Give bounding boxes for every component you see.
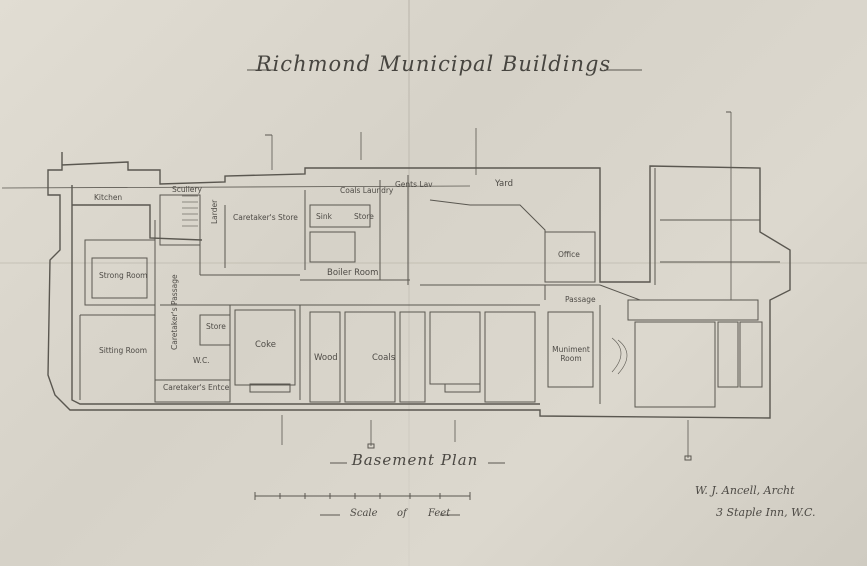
architect-name: W. J. Ancell, Archt [695,484,795,497]
room-label-boiler-room: Boiler Room [327,268,379,278]
room-label-office: Office [558,250,580,259]
room-label-store-upper: Store [354,212,374,221]
section-markers [265,111,732,461]
scale-bar [254,492,471,516]
room-label-caretakers-passage: Caretaker's Passage [170,274,179,350]
room-label-strong-room: Strong Room [99,271,148,280]
outer-walls [47,152,791,419]
room-label-sitting-room: Sitting Room [98,346,148,355]
room-label-coals-laundry: Coals Laundry [340,186,394,195]
scale-word-2: of [397,508,407,519]
scale-word-1: Scale [350,508,378,519]
room-label-caretakers-entrance: Caretaker's Entce [163,383,230,392]
drawing-title: Richmond Municipal Buildings [255,52,612,76]
stairs [182,195,628,375]
internal-walls [79,168,780,408]
room-label-gents-lav: Gents Lav [395,180,433,189]
scale-word-3: Feet [428,508,451,519]
room-label-scullery: Scullery [172,185,202,194]
room-label-kitchen: Kitchen [94,193,123,202]
room-label-yard: Yard [495,179,513,189]
drawing-subtitle: Basement Plan [351,451,479,469]
room-label-caretakers-store: Caretaker's Store [233,213,298,222]
room-label-store-lower: Store [206,322,226,331]
room-label-wood: Wood [314,353,338,363]
room-label-larder: Larder [210,199,219,224]
paper-fold-vertical [408,0,410,566]
room-label-sink: Sink [316,212,332,221]
room-label-coke: Coke [255,340,276,350]
room-label-coals: Coals [372,353,396,363]
room-label-muniment-room: Muniment Room [552,345,590,363]
room-label-passage: Passage [565,295,596,304]
architect-address: 3 Staple Inn, W.C. [716,506,816,519]
room-label-wc: W.C. [193,356,210,365]
section-line [1,185,471,189]
paper-fold-horizontal [0,262,867,264]
